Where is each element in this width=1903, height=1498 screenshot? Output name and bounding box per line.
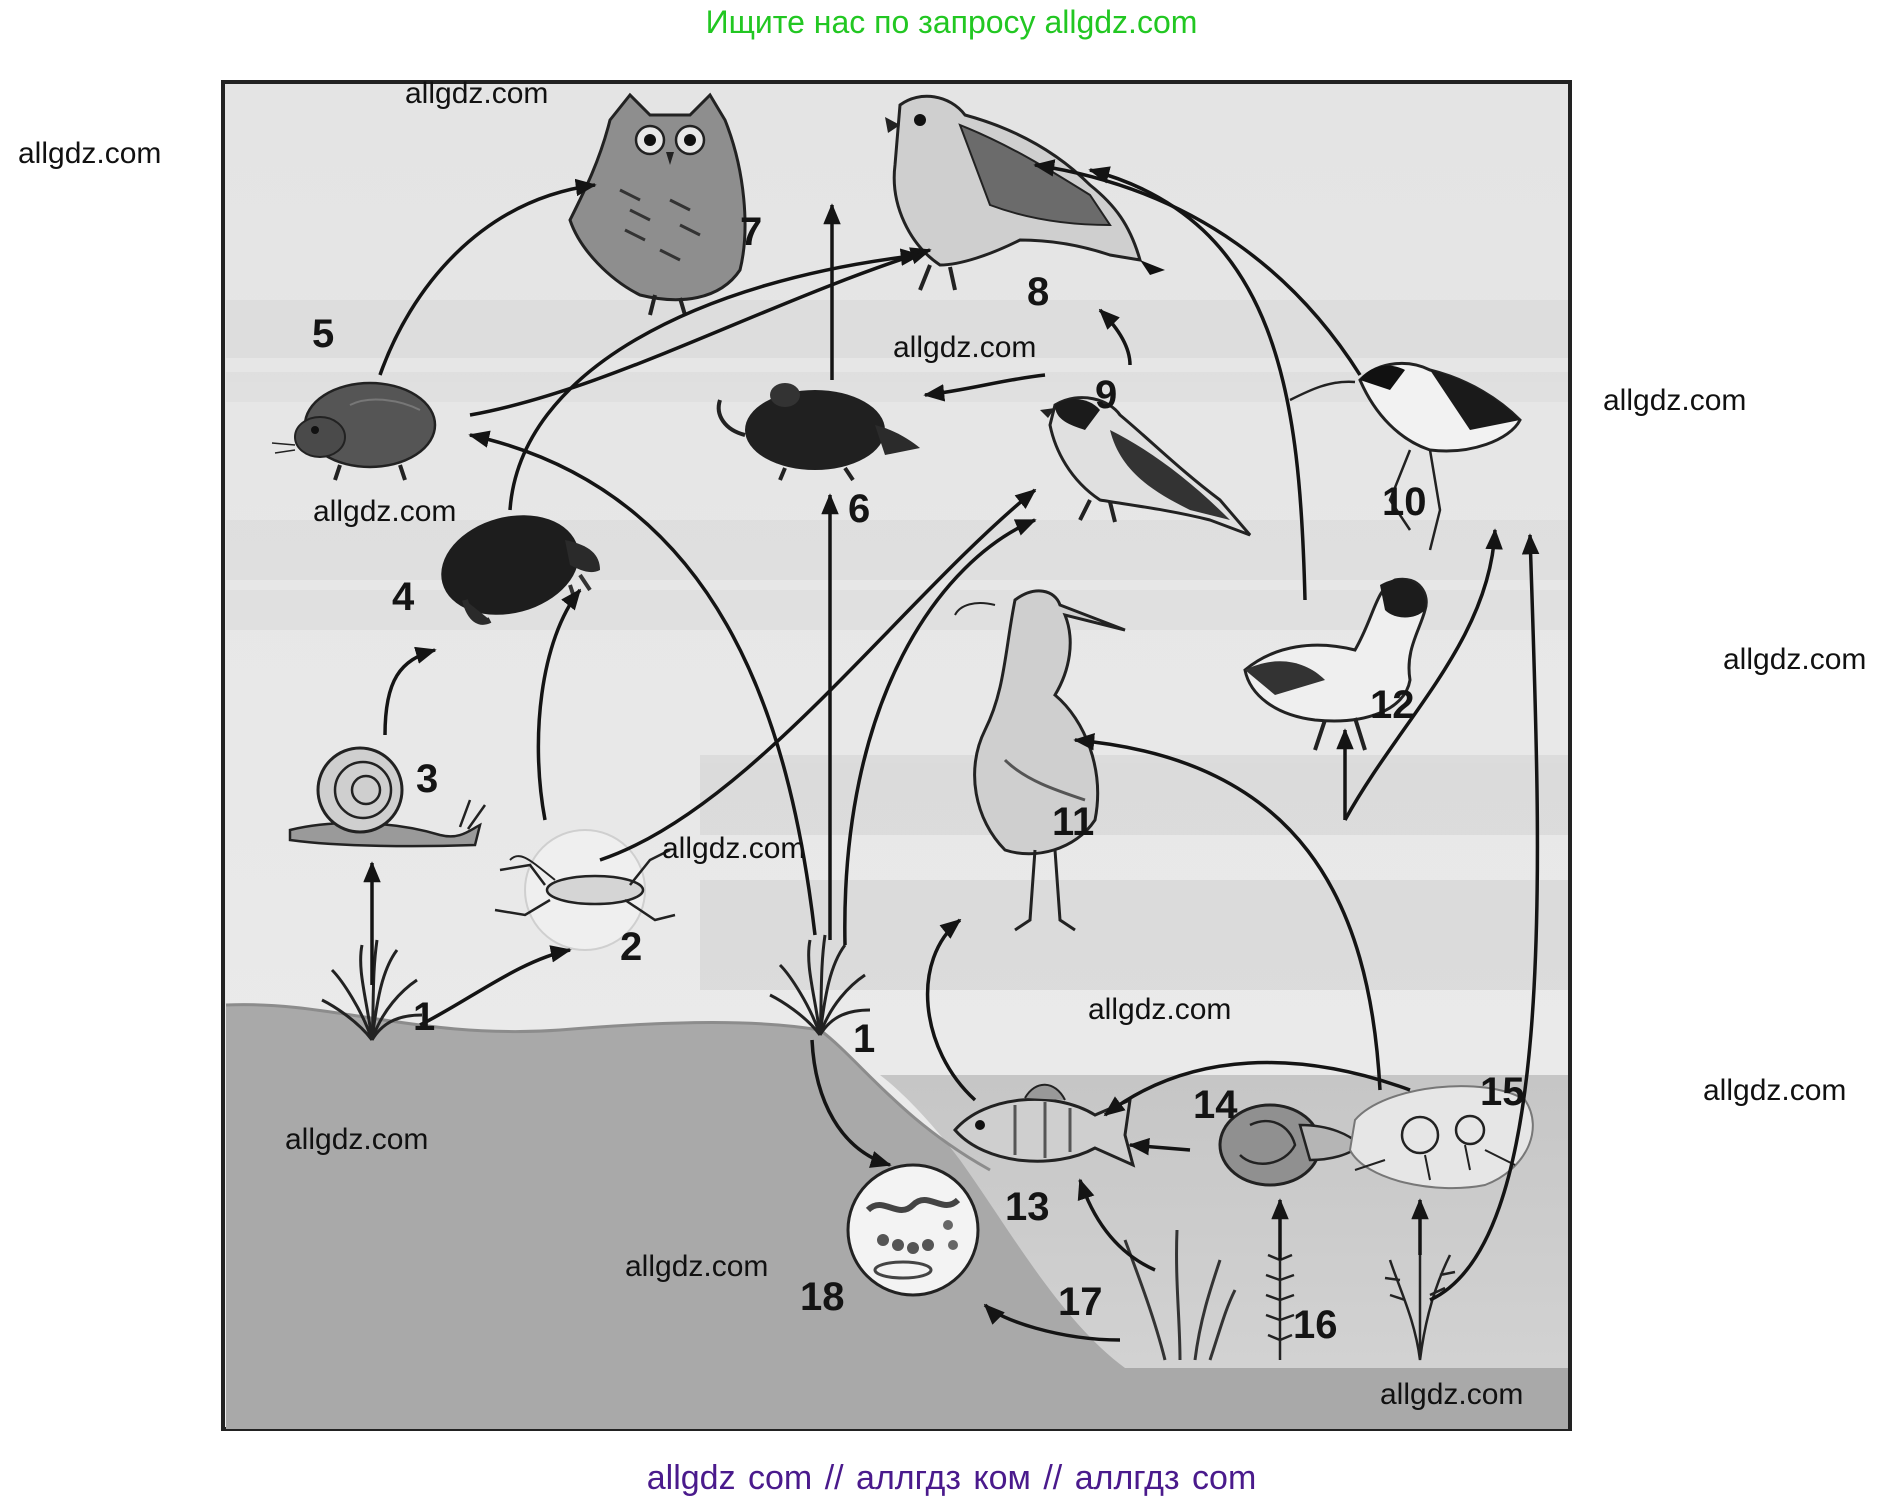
arrow-1b-18 [810,1039,892,1168]
duck-icon [1243,577,1428,751]
watermark: allgdz.com [405,77,549,110]
label-10: 10 [1382,480,1427,524]
arrow-12-8 [1088,166,1307,601]
fish-icon [953,1083,1136,1168]
arrow-15-11 [1073,733,1382,1091]
arrow-1b-5 [468,430,817,936]
arrow-15-10 [1343,528,1503,821]
watermark: allgdz.com [313,495,457,528]
food-web-arrows [363,159,1540,1342]
watermark: allgdz.com [18,137,162,170]
label-14: 14 [1193,1083,1238,1127]
label-6: 6 [848,487,870,531]
label-8: 8 [1027,270,1049,314]
arrow-13-11 [925,918,977,1102]
label-2: 2 [620,925,642,969]
vole-icon [271,381,437,481]
watermark: allgdz.com [1703,1074,1847,1107]
arrow-2-4 [536,588,582,821]
watermark: allgdz.com [662,832,806,865]
bacteria-icon [846,1163,980,1297]
label-9: 9 [1095,373,1117,417]
watermark: allgdz.com [625,1250,769,1283]
arrow-5-8 [469,247,932,417]
label-7: 7 [740,210,762,254]
watermark: allgdz.com [893,331,1037,364]
arrow-3-4 [383,646,437,736]
watermark: allgdz.com [1380,1378,1524,1411]
top-banner: Ищите нас по запросу allgdz.com [705,4,1198,40]
arrow-9-6 [923,373,1046,402]
arrow-9-8 [1098,308,1132,366]
label-16: 16 [1293,1303,1338,1347]
arrow-15-13 [1103,1060,1411,1117]
avocet-icon [1289,361,1522,551]
label-3: 3 [416,757,438,801]
arrow-1-2 [419,945,572,1027]
snail-icon [288,746,487,848]
label-1: 1 [413,995,435,1039]
water-snail-icon [1218,1103,1362,1187]
label-15: 15 [1480,1070,1525,1114]
watermark: allgdz.com [285,1123,429,1156]
water-plant-icon [1265,1250,1295,1360]
node-labels: 1 1 2 3 4 5 6 7 8 9 10 11 12 13 14 15 16… [312,210,1525,1347]
label-12: 12 [1370,683,1415,727]
label-11: 11 [1052,800,1094,844]
grass-icon [769,934,871,1036]
watermark: allgdz.com [1603,384,1747,417]
arrow-17-13 [1077,1178,1156,1272]
water-plant-icon [1384,1250,1456,1361]
arrow-16-10 [1429,533,1540,1302]
arrow-17-18 [983,1303,1121,1342]
plankton-icon [1348,1085,1534,1190]
shrew-icon [716,383,920,482]
label-5: 5 [312,312,334,356]
label-4: 4 [392,575,415,619]
label-18: 18 [800,1275,845,1319]
grasshopper-icon [494,829,676,951]
heron-icon [954,589,1126,932]
label-13: 13 [1005,1185,1050,1229]
arrow-5-7 [378,178,597,376]
arrow-1b-9 [843,518,1037,946]
watermark: allgdz.com [1723,643,1867,676]
owl-icon [568,92,747,316]
label-1b: 1 [853,1017,875,1061]
watermark: allgdz.com [1088,993,1232,1026]
arrow-2-9 [599,488,1037,862]
grass-icon [321,939,423,1041]
label-17: 17 [1058,1280,1103,1324]
songbird-icon [1040,396,1252,537]
arrow-14-13 [1128,1137,1191,1156]
mole-icon [441,515,600,625]
bottom-banner: allgdz com // аллгдз ком // аллгдз com [646,1459,1257,1497]
hawk-icon [885,94,1165,291]
